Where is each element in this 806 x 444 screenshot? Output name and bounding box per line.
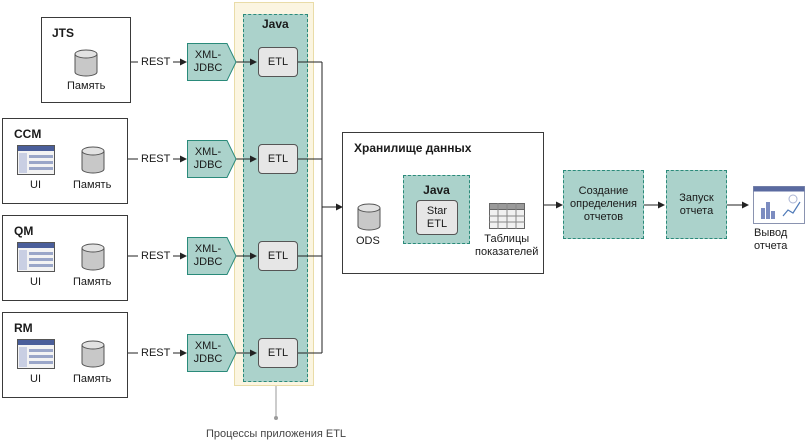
star-etl-box: Star ETL xyxy=(416,200,458,235)
warehouse-java-label: Java xyxy=(423,183,450,197)
metrics-tables-label: Таблицы показателей xyxy=(475,233,539,258)
database-icon xyxy=(81,340,105,368)
source-title: JTS xyxy=(52,26,75,40)
ui-label: UI xyxy=(30,373,41,385)
xml-jdbc-adapter: XML- JDBC xyxy=(187,334,237,372)
report-output-icon xyxy=(753,186,805,224)
database-icon xyxy=(74,49,98,77)
etl-box: ETL xyxy=(258,47,298,77)
source-title: CCM xyxy=(14,127,42,141)
etl-box: ETL xyxy=(258,338,298,368)
rest-label: REST xyxy=(141,250,171,262)
warehouse-title: Хранилище данных xyxy=(354,141,472,155)
ods-label: ODS xyxy=(356,235,380,247)
source-title: RM xyxy=(14,321,33,335)
ui-screen-icon xyxy=(17,242,55,272)
database-icon xyxy=(357,203,381,231)
storage-label: Память xyxy=(73,179,112,191)
rest-label: REST xyxy=(141,347,171,359)
ui-screen-icon xyxy=(17,339,55,369)
etl-processes-caption: Процессы приложения ETL xyxy=(206,428,347,440)
database-icon xyxy=(81,243,105,271)
java-label: Java xyxy=(262,17,289,31)
adapter-label: XML- JDBC xyxy=(193,146,223,171)
database-icon xyxy=(81,146,105,174)
report-output-label: Вывод отчета xyxy=(754,227,788,252)
metrics-table-icon xyxy=(489,203,525,229)
xml-jdbc-adapter: XML- JDBC xyxy=(187,140,237,178)
rest-label: REST xyxy=(141,153,171,165)
adapter-label: XML- JDBC xyxy=(193,243,223,268)
storage-label: Память xyxy=(67,80,106,92)
etl-box: ETL xyxy=(258,144,298,174)
ui-label: UI xyxy=(30,276,41,288)
storage-label: Память xyxy=(73,276,112,288)
xml-jdbc-adapter: XML- JDBC xyxy=(187,43,237,81)
storage-label: Память xyxy=(73,373,112,385)
report-run-box: Запуск отчета xyxy=(666,170,727,239)
xml-jdbc-adapter: XML- JDBC xyxy=(187,237,237,275)
report-definition-box: Создание определения отчетов xyxy=(563,170,644,239)
source-title: QM xyxy=(14,224,34,238)
rest-label: REST xyxy=(141,56,171,68)
adapter-label: XML- JDBC xyxy=(193,340,223,365)
ui-screen-icon xyxy=(17,145,55,175)
ui-label: UI xyxy=(30,179,41,191)
warehouse-java-container: Java xyxy=(403,175,470,244)
adapter-label: XML- JDBC xyxy=(193,49,223,74)
etl-box: ETL xyxy=(258,241,298,271)
